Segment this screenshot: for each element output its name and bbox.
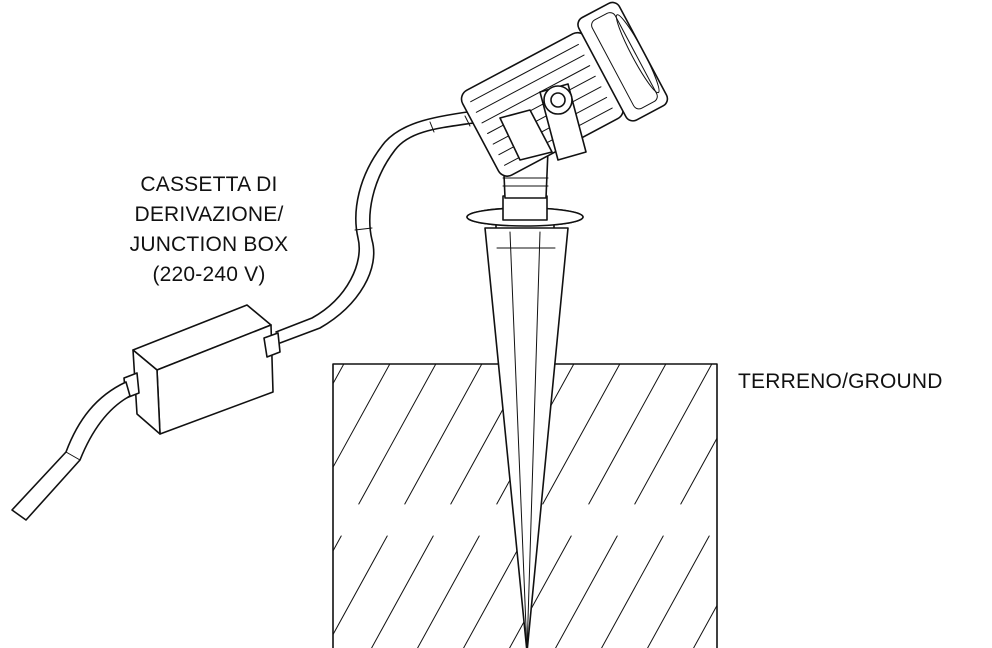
hatch-line-11: [371, 535, 434, 648]
hatch-line-27: [722, 536, 801, 648]
hatch-line-23: [647, 535, 710, 648]
hatch-line-1: [124, 536, 203, 648]
hatch-line-13: [417, 535, 480, 648]
junction-box-label: CASSETTA DI DERIVAZIONE/ JUNCTION BOX (2…: [102, 170, 316, 290]
junction-box-label-line-3: JUNCTION BOX: [129, 233, 289, 256]
hatch-line-19: [555, 535, 618, 648]
hatch-line-15: [463, 535, 526, 648]
hatch-line-20: [680, 437, 717, 505]
hatch-line-5: [216, 536, 295, 648]
cable-end: [11, 381, 131, 521]
hatch-line-3: [170, 536, 249, 648]
hatch-line-33: [860, 536, 939, 648]
hatch-line-25: [693, 604, 717, 648]
hatch-line-7: [333, 535, 342, 552]
ground-block: [124, 360, 992, 648]
hatch-line-31: [814, 536, 893, 648]
junction-box-label-line-2: DERIVAZIONE/: [134, 203, 284, 226]
hatch-line-29: [768, 536, 847, 648]
hatch-line-9: [333, 535, 388, 636]
ground-label: TERRENO/GROUND: [738, 370, 943, 393]
hatch-line-16: [588, 364, 667, 505]
hatch-line-6: [358, 364, 437, 505]
spotlight-icon: [460, 1, 669, 199]
hatch-line-21: [601, 535, 664, 648]
junction-box-label-line-4: (220-240 V): [152, 263, 266, 286]
junction-box-label-line-1: CASSETTA DI: [140, 173, 278, 196]
junction-box-icon: [123, 304, 281, 435]
hatch-line-4: [333, 364, 391, 469]
cable-icon: [275, 109, 483, 344]
ground-hatch: [124, 360, 992, 648]
hatch-line-8: [404, 364, 483, 505]
hatch-line-18: [634, 364, 713, 505]
ground-spike-icon: [466, 195, 584, 648]
hatch-line-2: [333, 364, 345, 385]
hatch-line-32: [957, 360, 992, 504]
hatch-line-14: [542, 364, 621, 505]
